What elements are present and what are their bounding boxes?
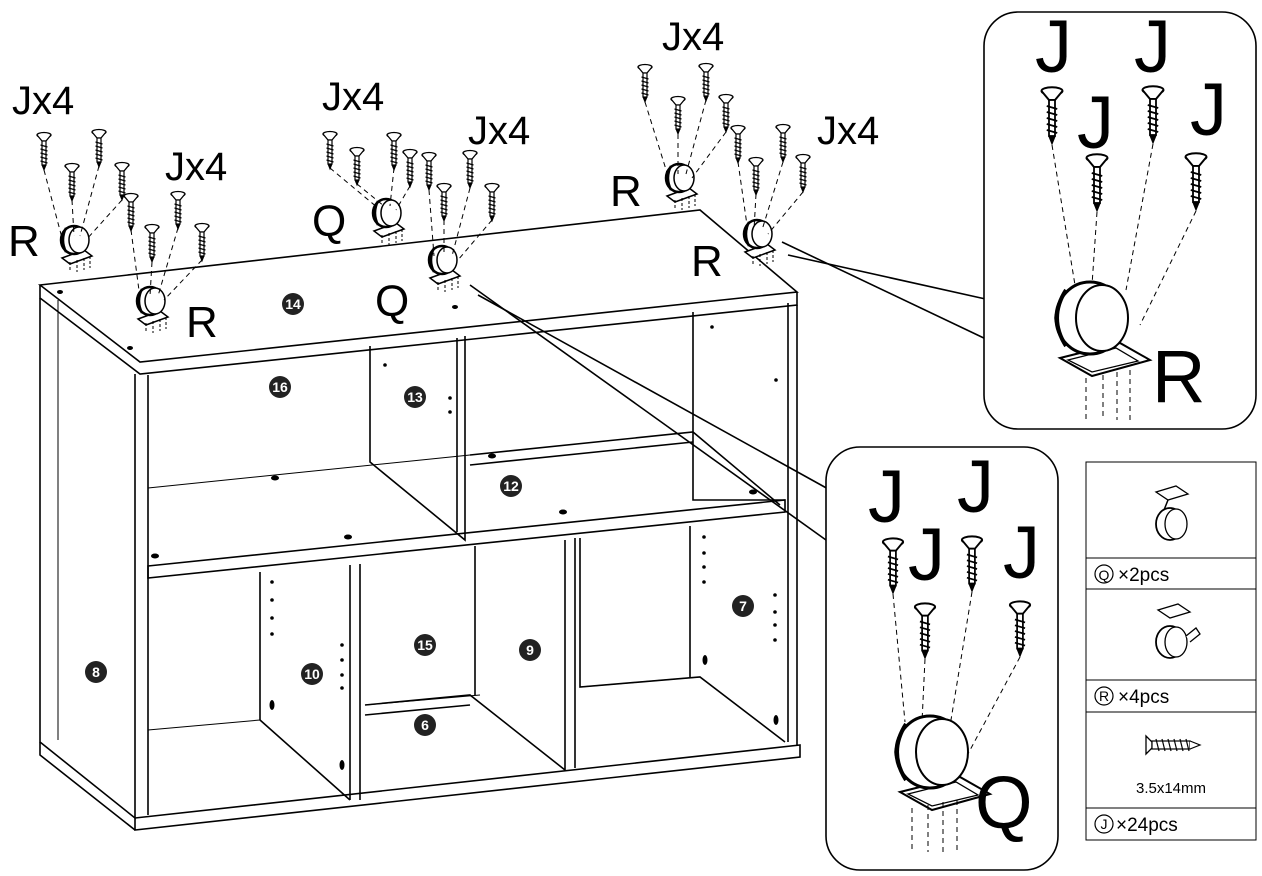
- jx4-label: Jx4: [322, 75, 384, 119]
- legend-q-count: ×2pcs: [1118, 565, 1169, 586]
- part-number-8: 8: [92, 664, 100, 680]
- detail-view-r: J J J J R: [983, 5, 1257, 430]
- legend-r-count: ×4pcs: [1118, 687, 1169, 708]
- legend-r-letter: R: [1099, 688, 1109, 704]
- caster-r-icon: [1155, 603, 1201, 659]
- j-label: J: [1003, 511, 1040, 594]
- part-number-14: 14: [285, 296, 301, 312]
- screw-size-label: 3.5x14mm: [1136, 780, 1206, 797]
- r-label: R: [691, 237, 723, 286]
- j-label: J: [1035, 5, 1072, 88]
- part-number-15: 15: [417, 637, 433, 653]
- part-number-9: 9: [526, 642, 534, 658]
- detail-view-q: J J J J Q: [825, 445, 1059, 871]
- j-label: J: [1190, 68, 1227, 151]
- j-label: J: [1134, 5, 1171, 88]
- j-label: J: [957, 445, 994, 528]
- screw-j-icon: [1145, 734, 1202, 756]
- r-label: R: [186, 298, 218, 347]
- r-label: R: [1152, 335, 1205, 418]
- j-label: J: [908, 513, 945, 596]
- caster-q-icon: [1154, 485, 1190, 541]
- zoom-leaders: [469, 241, 991, 541]
- part-number-16: 16: [272, 379, 288, 395]
- jx4-label: Jx4: [817, 109, 879, 153]
- q-label: Q: [375, 277, 409, 326]
- parts-legend: Q ×2pcs R ×4pcs 3.5x14mm J ×24pcs: [1085, 461, 1257, 841]
- part-number-7: 7: [739, 598, 747, 614]
- legend-j-count: ×24pcs: [1116, 815, 1178, 836]
- part-number-12: 12: [503, 478, 519, 494]
- cabinet-callouts: Jx4 Jx4 Jx4 Jx4 Jx4 Jx4 R R R R Q Q: [8, 15, 879, 347]
- jx4-label: Jx4: [468, 109, 530, 153]
- part-number-10: 10: [304, 666, 320, 682]
- legend-j-letter: J: [1101, 816, 1108, 832]
- j-label: J: [1077, 81, 1114, 164]
- part-number-13: 13: [407, 389, 423, 405]
- j-label: J: [868, 455, 905, 538]
- r-label: R: [8, 217, 40, 266]
- jx4-label: Jx4: [662, 15, 724, 59]
- legend-q-letter: Q: [1099, 567, 1110, 583]
- r-label: R: [610, 167, 642, 216]
- cabinet-casters: [36, 62, 811, 335]
- jx4-label: Jx4: [165, 145, 227, 189]
- cabinet: [37, 209, 801, 831]
- part-badges: 8 14 16 13 12 7 10 15 9 6: [85, 293, 754, 736]
- part-number-6: 6: [421, 717, 429, 733]
- q-label: Q: [975, 761, 1033, 844]
- jx4-label: Jx4: [12, 79, 74, 123]
- q-label: Q: [312, 197, 346, 246]
